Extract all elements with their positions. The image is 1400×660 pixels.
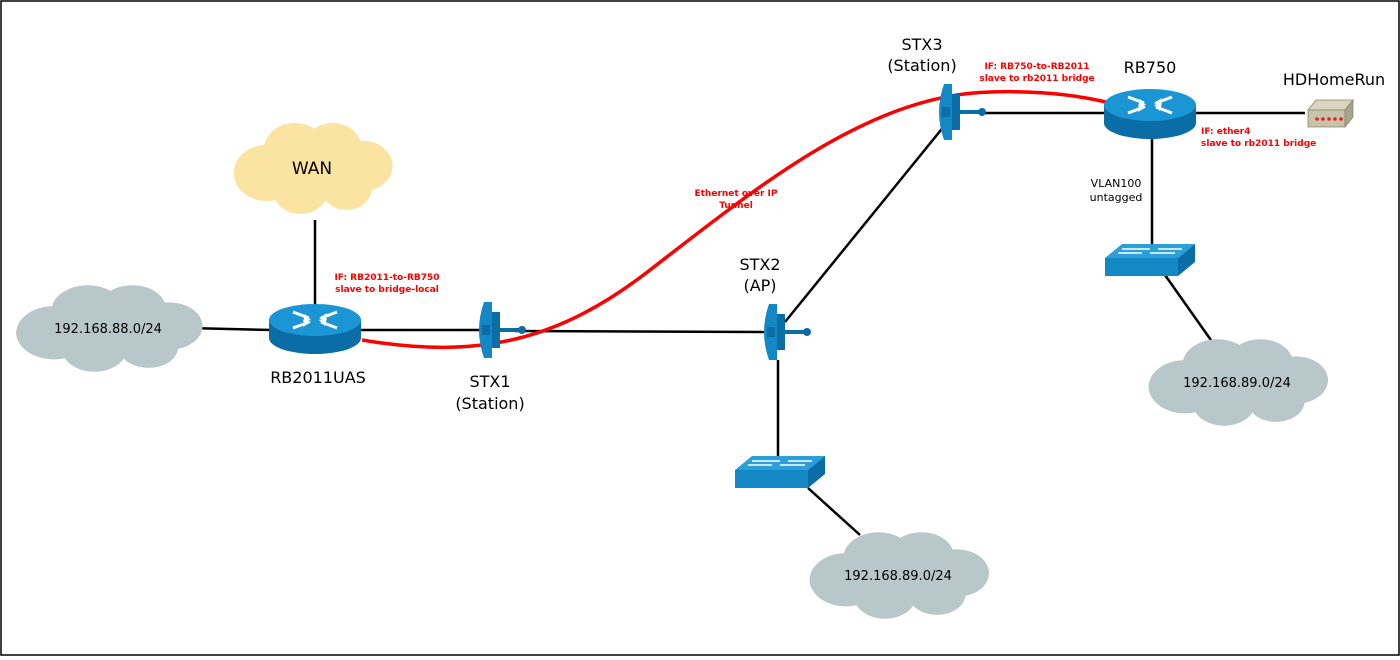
rb750-if-line2: slave to rb2011 bridge xyxy=(979,74,1094,84)
rb2011-if-line2: slave to bridge-local xyxy=(335,285,439,295)
vlan-label-line2: untagged xyxy=(1090,191,1143,204)
rb750-if-line1: IF: RB750-to-RB2011 xyxy=(984,62,1089,72)
link-stx2-stx3 xyxy=(784,124,946,323)
hdhomerun-icon xyxy=(1307,98,1354,129)
rb750-label: RB750 xyxy=(1124,58,1177,77)
link-switch-lan89-right xyxy=(1163,274,1215,344)
router-rb750-icon xyxy=(1102,87,1198,141)
cloud-lan89-center-label: 192.168.89.0/24 xyxy=(844,569,952,584)
eoip-tunnel-line xyxy=(361,89,1111,350)
cloud-lan89-center: 192.168.89.0/24 xyxy=(809,532,989,619)
cloud-lan88: 192.168.88.0/24 xyxy=(16,285,203,372)
cloud-lan88-label: 192.168.88.0/24 xyxy=(54,322,162,337)
stx1-name-label: STX1 xyxy=(469,372,510,391)
switch-center-icon xyxy=(734,455,826,489)
vlan-label-line1: VLAN100 xyxy=(1091,177,1142,190)
antenna-stx2-icon xyxy=(762,302,813,362)
cloud-lan89-right: 192.168.89.0/24 xyxy=(1148,339,1328,426)
switch-right-icon xyxy=(1104,243,1196,277)
links xyxy=(187,111,1305,536)
cloud-wan-label: WAN xyxy=(292,159,332,179)
router-rb2011-icon xyxy=(267,302,363,356)
cloud-wan: WAN xyxy=(233,123,393,214)
antenna-stx1-icon xyxy=(477,300,528,360)
stx3-mode-label: (Station) xyxy=(887,56,956,75)
cloud-lan89-right-label: 192.168.89.0/24 xyxy=(1183,376,1291,391)
link-switch-lan89 xyxy=(807,487,861,536)
link-stx1-stx2 xyxy=(514,329,776,334)
hdhomerun-label: HDHomeRun xyxy=(1283,70,1385,89)
stx2-mode-label: (AP) xyxy=(743,276,776,295)
stx3-name-label: STX3 xyxy=(901,35,942,54)
ether4-if-line1: IF: ether4 xyxy=(1201,127,1250,137)
tunnel-label-line1: Ethernet over IP xyxy=(694,189,777,199)
rb2011-if-line1: IF: RB2011-to-RB750 xyxy=(334,273,439,283)
rb2011-label: RB2011UAS xyxy=(270,368,366,387)
ether4-if-line2: slave to rb2011 bridge xyxy=(1201,139,1316,149)
stx2-name-label: STX2 xyxy=(739,255,780,274)
stx1-mode-label: (Station) xyxy=(455,394,524,413)
tunnel-label-line2: Tunnel xyxy=(719,201,753,211)
